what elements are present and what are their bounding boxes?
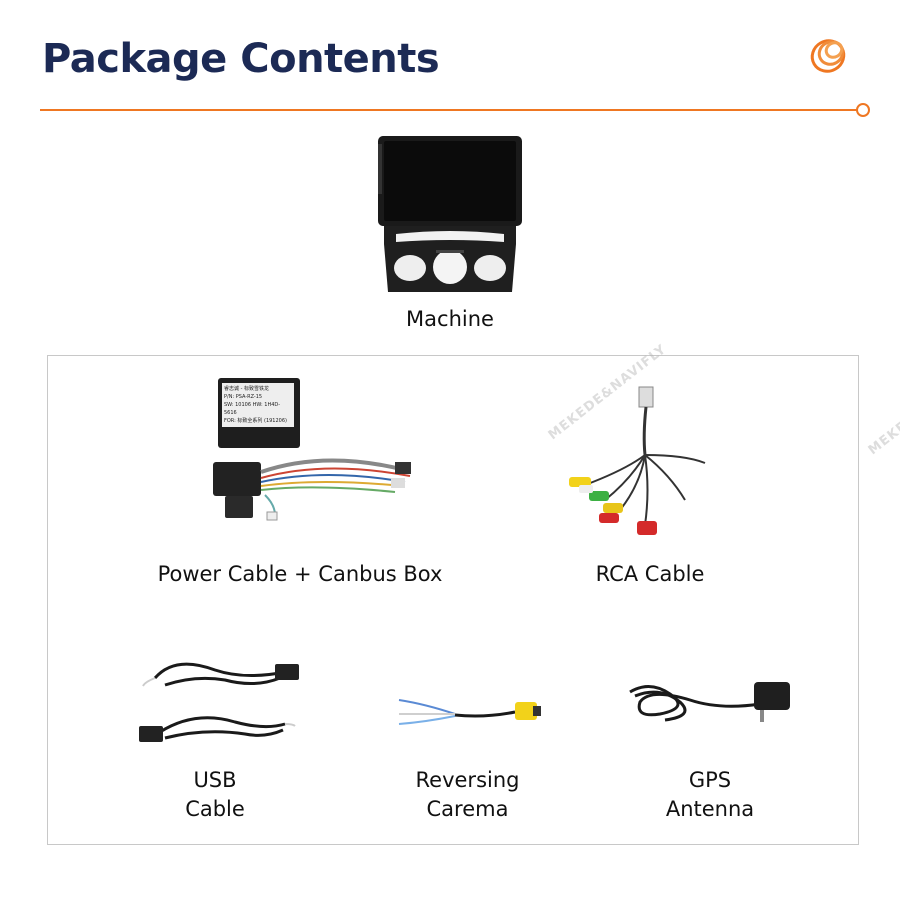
usb-cable-label-line2: Cable [185,797,245,821]
rca-cable-label: RCA Cable [595,562,705,586]
canbus-line2: P/N: PSA-RZ-15 [224,394,263,400]
machine-label: Machine [406,307,494,331]
page-title: Package Contents [42,36,440,82]
canbus-box-image: 睿志诚 - 标致雪铁龙 P/N: PSA-RZ-15 SW: 10106 HW:… [218,378,300,448]
divider-end-dot [856,103,870,117]
usb-cable-image [139,662,299,742]
accessories-box [47,355,859,845]
gps-antenna-label-line2: Antenna [665,797,755,821]
canbus-sticker: 睿志诚 - 标致雪铁龙 P/N: PSA-RZ-15 SW: 10106 HW:… [222,383,294,427]
usb-cable-label: USB Cable [140,766,290,824]
spiral-logo-icon [810,39,846,73]
power-cable-label: Power Cable + Canbus Box [157,562,443,586]
gps-antenna-label-line1: GPS [688,768,732,792]
title-divider [40,109,858,111]
reversing-camera-label-line1: Reversing [415,768,520,792]
rca-cable-image [569,386,706,535]
reversing-camera-label-line2: Carema [426,797,509,821]
watermark: MEKEDE&NAVIFLY [865,356,900,459]
reversing-camera-image [398,699,541,725]
gps-antenna-image [629,682,790,722]
usb-cable-label-line1: USB [193,768,237,792]
canbus-line4: FOR: 标致全系列 (191206) [224,418,287,424]
gps-antenna-label: GPS Antenna [635,766,785,824]
machine-image [378,136,522,292]
canbus-line3: SW: 10106 HW: 1H4D-5616 [224,402,281,416]
canbus-line1: 睿志诚 - 标致雪铁龙 [224,386,269,392]
reversing-camera-label: Reversing Carema [380,766,555,824]
power-cable-image [213,458,411,521]
